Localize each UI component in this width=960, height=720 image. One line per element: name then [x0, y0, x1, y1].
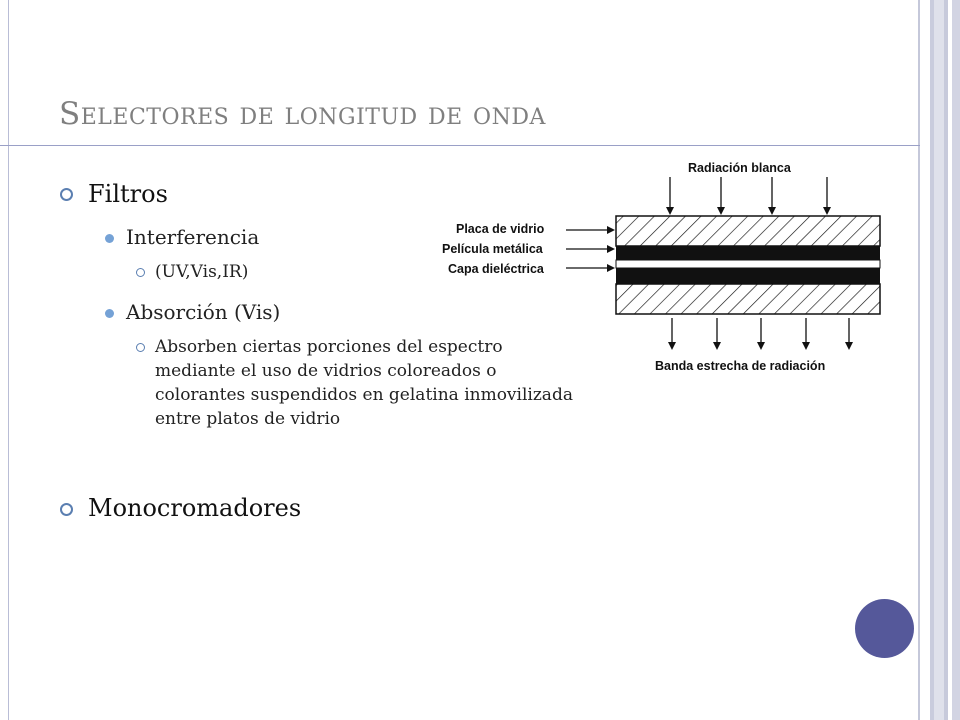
- bullet-uv-vis-ir: (UV,Vis,IR): [155, 262, 249, 282]
- metal-film-bottom: [616, 268, 880, 284]
- label-radiacion-blanca: Radiación blanca: [688, 161, 792, 175]
- bullet-dot-icon: [105, 309, 114, 318]
- bullet-absorben-description: Absorben ciertas porciones del espectro …: [155, 337, 573, 429]
- metal-film-top: [616, 246, 880, 260]
- incoming-arrows: [666, 177, 831, 215]
- bullet-ring-icon: [136, 268, 145, 277]
- label-placa-de-vidrio: Placa de vidrio: [456, 222, 545, 236]
- slide-title: Selectores de longitud de onda: [59, 96, 546, 132]
- bullet-dot-icon: [105, 234, 114, 243]
- bullet-absorcion: Absorción (Vis): [126, 300, 281, 324]
- decorative-circle: [855, 599, 914, 658]
- bullet-monocromadores: Monocromadores: [88, 494, 302, 522]
- label-banda-estrecha: Banda estrecha de radiación: [655, 359, 825, 373]
- glass-plate-bottom: [615, 283, 881, 315]
- bullet-ring-icon: [60, 503, 73, 516]
- bullet-ring-icon: [60, 188, 73, 201]
- filter-stack: [615, 215, 881, 315]
- outgoing-arrows: [668, 318, 853, 350]
- label-capa-dielectrica: Capa dieléctrica: [448, 262, 545, 276]
- slide-right-band: [916, 0, 960, 720]
- bullet-filtros: Filtros: [88, 180, 168, 208]
- glass-plate-top: [615, 215, 881, 247]
- title-underline: [0, 145, 920, 146]
- slide-frame-left: [8, 0, 9, 720]
- bullet-ring-icon: [136, 343, 145, 352]
- bullet-interferencia: Interferencia: [126, 225, 260, 249]
- dielectric-layer: [615, 259, 881, 269]
- label-pointers: [566, 226, 615, 272]
- interference-filter-diagram: Radiación blanca Placa de vidrio Películ…: [442, 161, 881, 373]
- label-pelicula-metalica: Película metálica: [442, 242, 544, 256]
